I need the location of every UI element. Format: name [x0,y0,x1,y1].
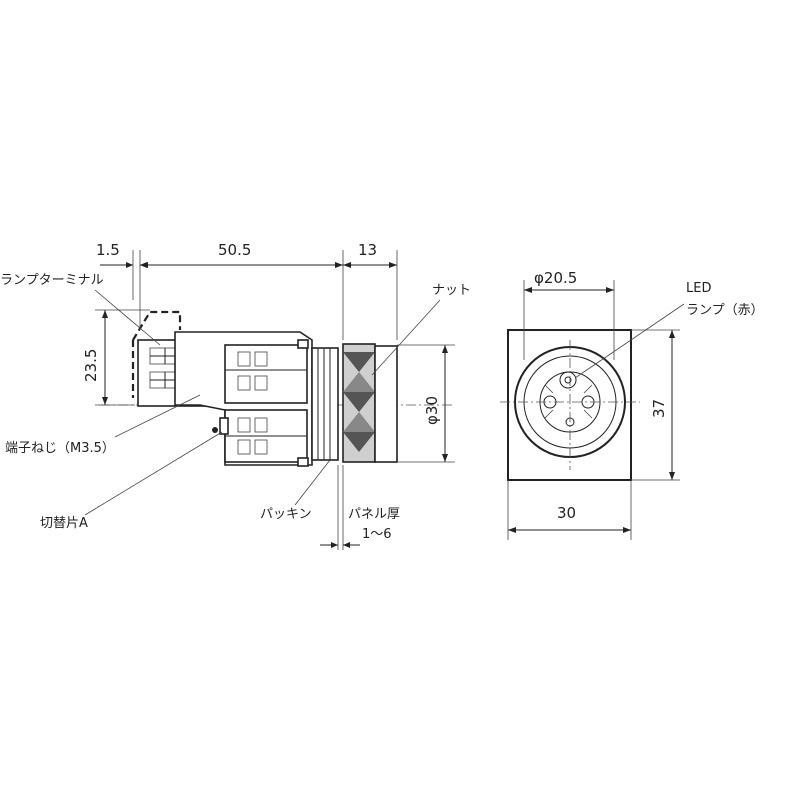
front-view [500,329,640,481]
side-view [100,310,455,467]
label-packing: パッキン [260,507,312,522]
lamp-terminal-dashed-outline [132,310,182,341]
dim-front-height: 37 [650,399,668,418]
dim-front-width: 30 [557,504,576,522]
label-nut: ナット [432,283,471,298]
dim-lens-diameter: φ20.5 [534,269,577,287]
dim-bezel-diameter: φ30 [423,396,441,425]
label-panel-thickness-1: パネル厚 [348,507,400,522]
led-lamp-icon [559,371,577,389]
nut-bezel [342,343,398,463]
label-panel-thickness-2: 1～6 [362,527,392,542]
label-terminal-screw: 端子ねじ（M3.5） [5,441,115,456]
label-led-lamp-2: ランプ（赤） [686,303,764,318]
label-lamp-terminal: ランプターミナル [0,273,104,288]
dim-front-length: 13 [358,241,377,259]
front-housing [507,329,632,481]
side-dimensions: 1.5 50.5 13 23.5 φ30 [82,241,455,550]
dim-terminal-offset: 1.5 [96,241,120,259]
label-switching-piece: 切替片A [40,516,88,531]
dim-terminal-height: 23.5 [82,349,100,382]
front-labels: LED ランプ（赤） [574,281,764,379]
terminal-screw-point [212,427,218,433]
side-labels: ランプターミナル ナット 端子ねじ（M3.5） 切替片A パッキン パネル厚 1… [0,273,471,542]
dim-body-length: 50.5 [218,241,251,259]
front-dimensions: φ20.5 37 30 [507,269,680,540]
main-housing [174,331,313,467]
threaded-sleeve [311,347,339,461]
label-led-lamp-1: LED [686,281,711,296]
